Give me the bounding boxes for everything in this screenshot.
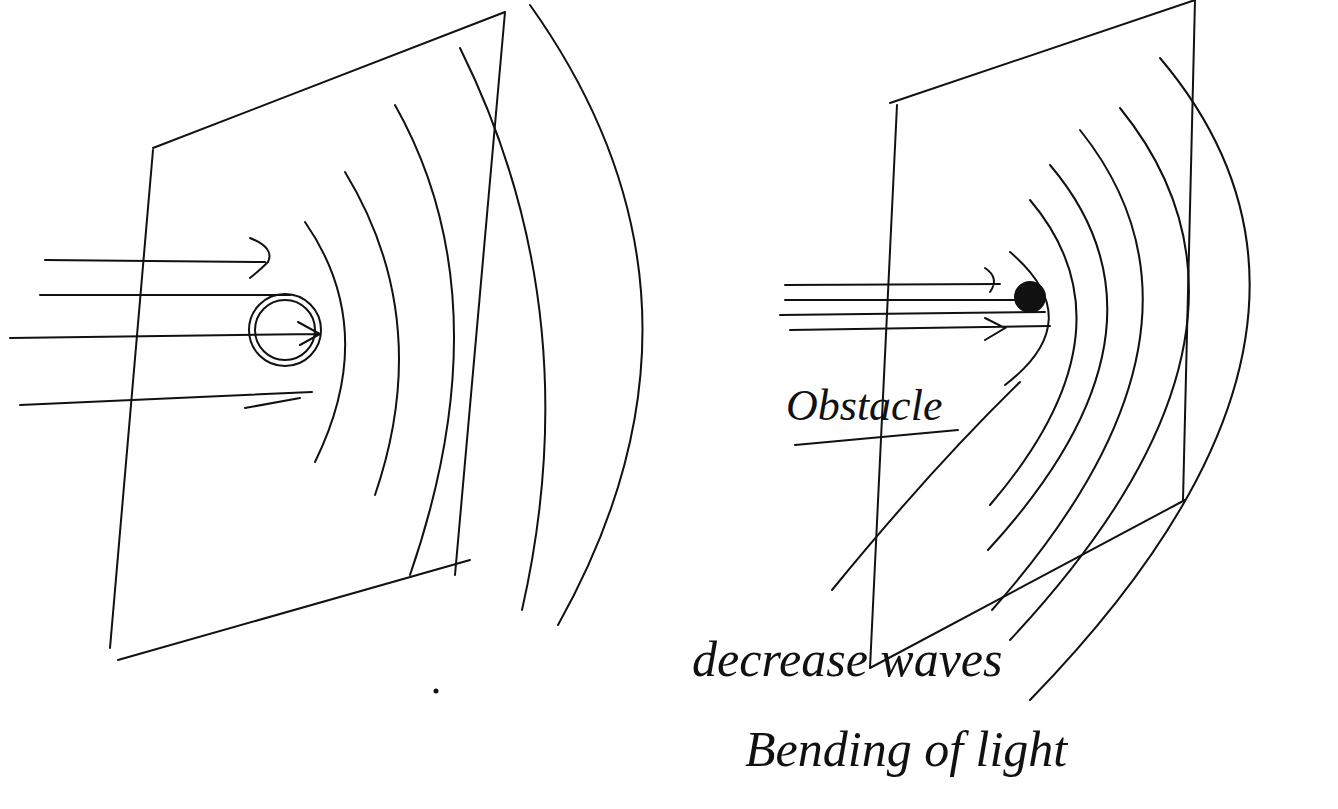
note-label: Bending of light [745, 722, 1067, 777]
obstacle-circle [255, 300, 315, 360]
incident-rays [780, 268, 1050, 340]
diffracted-wavefronts [988, 58, 1250, 700]
note-label: decrease waves [692, 632, 1003, 687]
stray-dot [435, 690, 438, 693]
part-label: Obstacle [786, 382, 942, 430]
label-underline [795, 430, 958, 445]
screen-plane [870, 0, 1195, 668]
obstacle-circle [249, 294, 321, 366]
diffracted-wavefronts [305, 5, 643, 625]
incident-rays [10, 238, 320, 408]
